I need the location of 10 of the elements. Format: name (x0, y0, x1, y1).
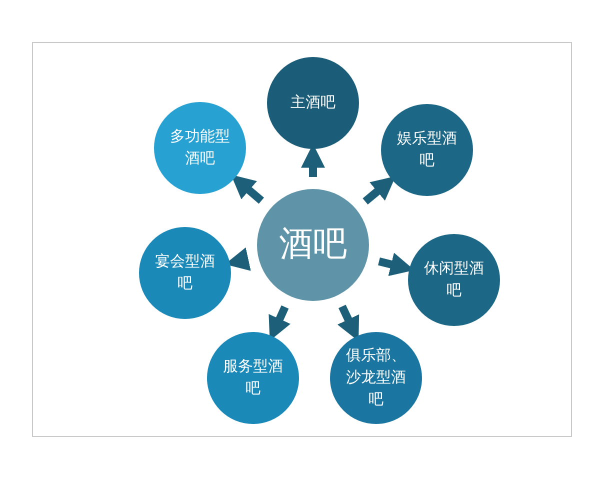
category-circle: 主酒吧 (267, 57, 359, 149)
category-circle: 宴会型酒吧 (139, 227, 231, 319)
category-circle: 多功能型酒吧 (154, 102, 246, 194)
arrow (230, 174, 264, 204)
category-circle: 休闲型酒吧 (408, 234, 500, 326)
category-circle: 娱乐型酒吧 (381, 104, 473, 196)
category-circle: 俱乐部、沙龙型酒吧 (330, 332, 422, 424)
center-circle: 酒吧 (257, 189, 369, 301)
category-circle: 服务型酒吧 (207, 332, 299, 424)
arrow (362, 176, 396, 205)
